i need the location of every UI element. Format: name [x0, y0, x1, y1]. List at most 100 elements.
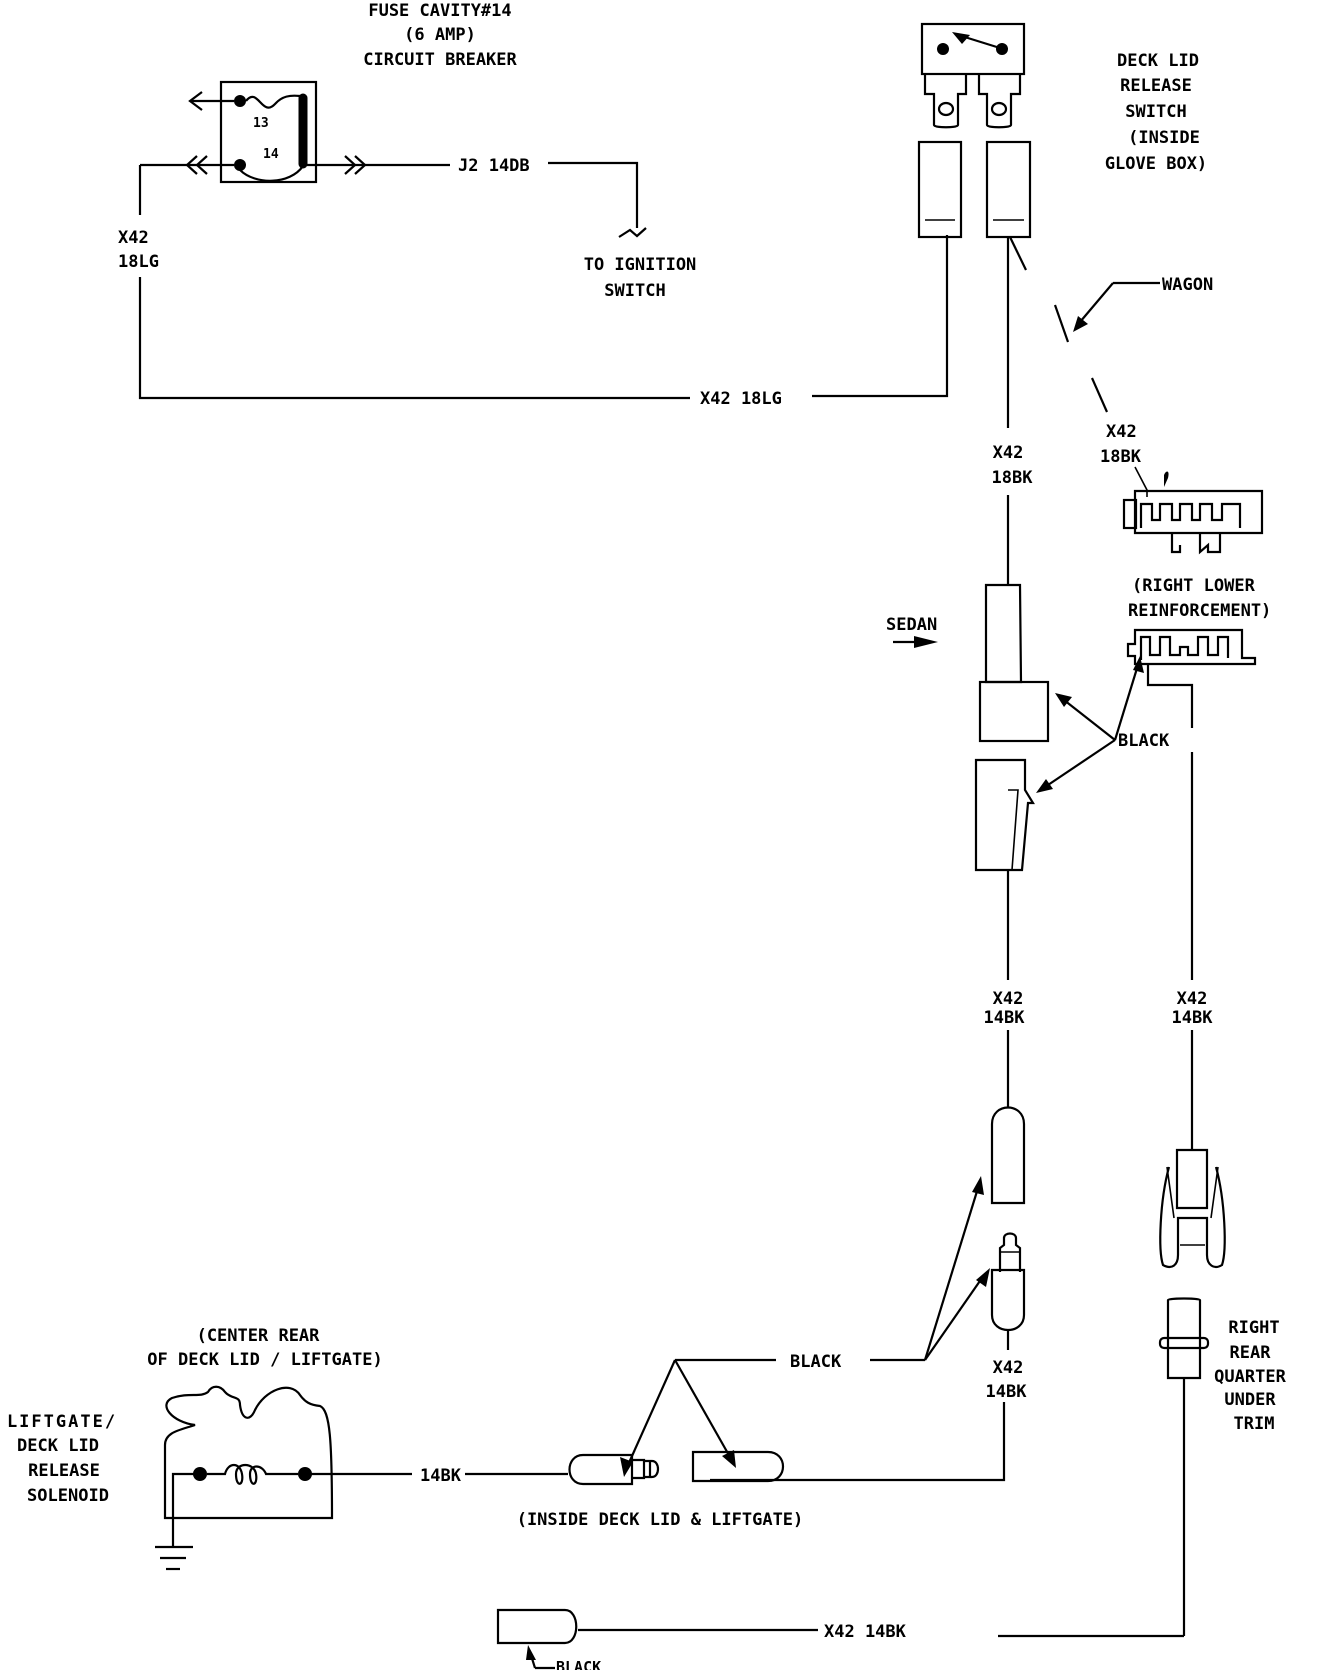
black-label-bottom: BLACK [556, 1658, 601, 1670]
wagon-connector-pins [1139, 502, 1242, 528]
breaker-housing [219, 80, 318, 184]
breaker-label-line-1: FUSE CAVITY#14 [368, 1, 511, 21]
switch-label-line-1: DECK LID [1117, 51, 1199, 71]
wagon-run-gauge: 14BK [1172, 1008, 1214, 1028]
deck-male-pin [632, 1458, 660, 1480]
ignition-wire [548, 161, 639, 228]
sedan-run-male-pin [998, 1232, 1022, 1272]
bottom-18lg-label: X42 18LG [700, 389, 782, 409]
switch-body [920, 22, 1026, 76]
solenoid-location-line-1: (CENTER REAR [197, 1326, 321, 1346]
wagon-run-clip-body [1175, 1148, 1209, 1210]
sedan-label: SEDAN [886, 615, 937, 635]
left-wire-gauge: 18LG [118, 252, 159, 272]
wagon-run-circuit: X42 [1177, 989, 1208, 1009]
quarter-trim-label-line-4: UNDER [1224, 1390, 1276, 1410]
wagon-run-wire: X42 14BK RIGHT REAR QUARTER UNDER TRIM [998, 989, 1287, 1638]
ignition-label-line-1: TO IGNITION [584, 255, 697, 275]
switch-terminal-left [923, 74, 968, 129]
reinforcement-connector-housing [1126, 628, 1257, 666]
reinforcement-label-line-1: (RIGHT LOWER [1132, 576, 1256, 596]
arrow-to-sedan-upper-icon [1055, 693, 1072, 707]
reinforcement-label-line-2: REINFORCEMENT) [1128, 601, 1271, 621]
reinforcement-connector-pins [1139, 635, 1230, 660]
wagon-branch: WAGON X42 18BK (RIGHT LOWER REINFORCEMEN… [1053, 275, 1271, 621]
lower-connector-circuit: X42 [993, 1358, 1024, 1378]
wagon-connector-housing [1133, 489, 1264, 535]
deck-lid-connectors: (INSIDE DECK LID & LIFTGATE) [517, 1450, 804, 1530]
arrow-to-deck-female-icon [722, 1450, 736, 1468]
quarter-trim-label-line-1: RIGHT [1228, 1318, 1279, 1338]
sedan-run-male-connector [990, 1268, 1026, 1331]
black-label-middle: BLACK [790, 1352, 842, 1372]
connector-chevron-right-icon [344, 155, 367, 175]
ignition-feed: J2 14DB TO IGNITION SWITCH [458, 156, 696, 301]
breaker-label-line-3: CIRCUIT BREAKER [363, 50, 517, 70]
switch-terminal-right [977, 74, 1022, 129]
connector-chevron-left-icon [185, 155, 208, 175]
left-18lg-wire: X42 18LG X42 18LG [118, 165, 949, 409]
switch-label-line-2: RELEASE [1120, 76, 1192, 96]
arrow-to-deck-male-icon [620, 1457, 633, 1477]
black-callout-middle: BLACK [620, 1176, 990, 1477]
sedan-connector-upper-block [978, 680, 1050, 743]
deck-connector-location-label: (INSIDE DECK LID & LIFTGATE) [517, 1510, 804, 1530]
quarter-trim-label-line-2: REAR [1230, 1343, 1272, 1363]
sedan-connector-upper-body [984, 583, 1023, 684]
switch-output-gauge: 18BK [992, 468, 1034, 488]
reinforcement-connector [1126, 628, 1257, 980]
wagon-wire-circuit: X42 [1106, 422, 1137, 442]
breaker-lower-link [239, 165, 304, 182]
terminal-14-dot [234, 159, 246, 171]
arrow-to-sedan-lower-icon [1036, 779, 1053, 793]
solenoid-label-line-3: RELEASE [28, 1461, 100, 1481]
breaker-label-line-2: (6 AMP) [404, 25, 476, 45]
quarter-trim-label-line-5: TRIM [1234, 1414, 1275, 1434]
sedan-connector-lower-body [974, 758, 1035, 872]
quarter-trim-label-line-3: QUARTER [1214, 1367, 1286, 1387]
arrow-to-sedan-female-icon [972, 1176, 984, 1195]
wagon-branch-stub [1009, 236, 1027, 271]
breaker-bimetal-element [245, 94, 301, 109]
ignition-label-line-2: SWITCH [604, 281, 665, 301]
solenoid-label-line-2: DECK LID [17, 1436, 99, 1456]
solenoid-coil-icon [207, 1463, 298, 1485]
arrow-to-bottom-connector-icon [526, 1645, 536, 1660]
bottom-wire-label: X42 14BK [824, 1622, 907, 1642]
sedan-run-wire: X42 14BK X42 14BK [710, 989, 1028, 1482]
switch-connector-right [985, 140, 1032, 239]
arrow-to-sedan-male-icon [976, 1268, 990, 1287]
wagon-wire-gauge: 18BK [1100, 447, 1142, 467]
terminal-13-dot [234, 95, 246, 107]
arrow-left-icon [188, 91, 203, 111]
solenoid-location-line-2: OF DECK LID / LIFTGATE) [147, 1350, 382, 1370]
release-solenoid: (CENTER REAR OF DECK LID / LIFTGATE) LIF… [7, 1326, 568, 1571]
switch-label-line-3: SWITCH [1125, 102, 1186, 122]
arrow-to-reinforcement-icon [1133, 656, 1144, 673]
quarter-trim-connector-collar [1158, 1336, 1210, 1350]
wagon-label: WAGON [1162, 275, 1213, 295]
switch-label-line-4: (INSIDE [1128, 128, 1200, 148]
deck-male-connector [568, 1453, 634, 1486]
sedan-connector: SEDAN [886, 583, 1050, 980]
quarter-trim-connector [1166, 1297, 1202, 1380]
solenoid-wire-label: 14BK [420, 1466, 462, 1486]
circuit-breaker: FUSE CAVITY#14 (6 AMP) CIRCUIT BREAKER 1… [140, 1, 518, 184]
bottom-female-connector [496, 1608, 578, 1645]
lower-connector-gauge: 14BK [986, 1382, 1028, 1402]
wagon-arrow-icon [1073, 316, 1088, 332]
bottom-connector-run: X42 14BK BLACK [496, 1608, 907, 1670]
switch-connector-left [917, 140, 963, 239]
terminal-14-label: 14 [263, 147, 279, 162]
wagon-run-clip [1159, 1166, 1226, 1269]
sedan-run-circuit: X42 [993, 989, 1024, 1009]
ignition-wire-label: J2 14DB [458, 156, 530, 176]
sedan-run-gauge: 14BK [984, 1008, 1026, 1028]
black-label-upper: BLACK [1118, 731, 1170, 751]
deck-lid-release-switch: DECK LID RELEASE SWITCH (INSIDE GLOVE BO… [917, 22, 1207, 239]
sedan-run-female-connector [990, 1106, 1026, 1205]
terminal-13-label: 13 [253, 116, 269, 131]
solenoid-label-line-4: SOLENOID [27, 1486, 109, 1506]
deck-female-connector [691, 1450, 784, 1483]
